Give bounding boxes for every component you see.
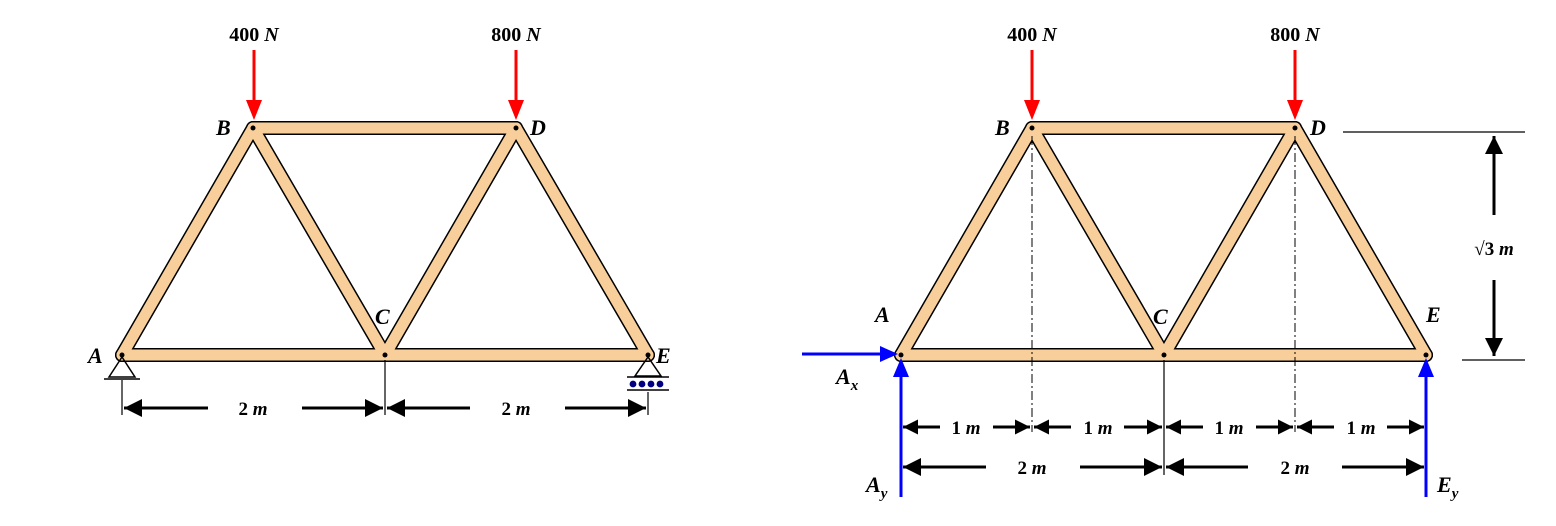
member-ab-fill — [895, 122, 1038, 361]
member-ab-fill — [116, 122, 259, 361]
left-load-labels: 400 N 800 N — [229, 24, 542, 46]
joint-label-b: B — [994, 115, 1010, 140]
dim-label-ce: 2 m — [501, 399, 530, 420]
reaction-label-ax: Ax — [834, 364, 859, 394]
pin-e — [1423, 352, 1429, 358]
joint-label-a: A — [86, 343, 103, 368]
dim-label-sub-1: 1 m — [951, 418, 980, 439]
pin-d — [1292, 125, 1298, 131]
pin-support-icon — [104, 355, 140, 380]
projection-lines — [1031, 136, 1296, 475]
pin-a — [119, 352, 125, 358]
height-label: √3 m — [1474, 239, 1513, 260]
reaction-arrow-ax — [802, 346, 898, 362]
pin-a — [898, 352, 904, 358]
left-truss-diagram: 400 N 800 N A B C D E 2 m 2 m — [86, 24, 671, 420]
joint-label-e: E — [655, 343, 671, 368]
dim-label-ac: 2 m — [1017, 458, 1046, 479]
member-bc-fill — [1026, 122, 1170, 361]
left-joint-labels: A B C D E — [86, 115, 671, 368]
span-dimension-row: 2 m 2 m — [903, 458, 1424, 479]
left-joint-pins — [119, 125, 651, 358]
pin-e — [645, 352, 651, 358]
joint-label-e: E — [1425, 302, 1441, 327]
left-dimension-lines: 2 m 2 m — [121, 360, 649, 420]
member-de-fill — [1289, 122, 1432, 361]
joint-label-c: C — [375, 304, 390, 329]
member-de-fill — [510, 122, 654, 361]
pin-b — [250, 125, 256, 131]
load-arrow-400 — [246, 50, 262, 120]
right-load-arrows — [1024, 50, 1303, 120]
member-cd-fill — [379, 122, 522, 361]
pin-d — [513, 125, 519, 131]
left-members — [115, 121, 655, 362]
height-dimension: √3 m — [1343, 131, 1525, 361]
joint-label-d: D — [1309, 115, 1326, 140]
right-joint-pins — [898, 125, 1429, 358]
joint-label-d: D — [529, 115, 546, 140]
reaction-label-ey: Ey — [1436, 472, 1459, 502]
joint-label-c: C — [1153, 304, 1168, 329]
dim-label-ac: 2 m — [238, 399, 267, 420]
roller-support-icon — [627, 355, 669, 391]
pin-c — [1161, 352, 1167, 358]
dim-label-sub-2: 1 m — [1083, 418, 1112, 439]
pin-b — [1029, 125, 1035, 131]
member-bc-fill — [247, 122, 391, 361]
dim-label-ce: 2 m — [1280, 458, 1309, 479]
reaction-arrow-ay — [893, 358, 909, 497]
load-label-800: 800 N — [491, 24, 542, 46]
left-load-arrows — [246, 50, 524, 120]
dim-label-sub-4: 1 m — [1346, 418, 1375, 439]
load-label-400: 400 N — [229, 24, 280, 46]
right-free-body-diagram: 400 N 800 N A B C D E Ax Ay — [802, 24, 1525, 502]
joint-label-b: B — [215, 115, 231, 140]
right-load-labels: 400 N 800 N — [1007, 24, 1321, 46]
right-joint-labels: A B C D E — [873, 115, 1441, 329]
load-arrow-800 — [508, 50, 524, 120]
load-label-400: 400 N — [1007, 24, 1058, 46]
joint-label-a: A — [873, 302, 890, 327]
reaction-label-ay: Ay — [864, 472, 888, 502]
dim-label-sub-3: 1 m — [1214, 418, 1243, 439]
load-label-800: 800 N — [1270, 24, 1321, 46]
member-cd-fill — [1158, 122, 1301, 361]
load-arrow-400 — [1024, 50, 1040, 120]
load-arrow-800 — [1287, 50, 1303, 120]
right-members — [894, 121, 1433, 362]
reaction-arrow-ey — [1418, 358, 1434, 497]
pin-c — [382, 352, 388, 358]
sub-span-dimension-row: 1 m 1 m 1 m 1 m — [903, 418, 1424, 439]
reaction-forces: Ax Ay Ey — [802, 346, 1459, 502]
